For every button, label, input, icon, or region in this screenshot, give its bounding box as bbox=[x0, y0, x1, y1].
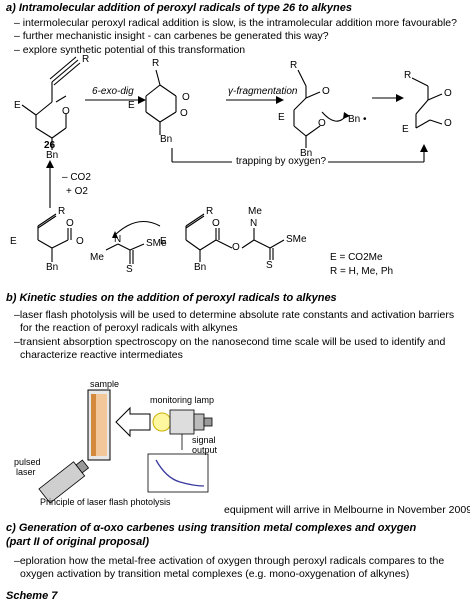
signal-label: signal bbox=[192, 435, 216, 445]
atom-label-e: E bbox=[160, 236, 167, 247]
lfp-figure bbox=[38, 389, 213, 504]
section-b-bullet-4: characterize reactive intermediates bbox=[20, 349, 183, 361]
section-a-bullet-1: – intermolecular peroxyl radical additio… bbox=[14, 17, 457, 29]
atom-label-bn: Bn bbox=[194, 262, 207, 273]
section-b-bullet-2: for the reaction of peroxyl radicals wit… bbox=[20, 322, 238, 334]
section-c-heading-1: c) Generation of α-oxo carbenes using tr… bbox=[6, 522, 417, 534]
atom-label-s: S bbox=[266, 260, 273, 271]
structure-ketone-radical bbox=[293, 69, 321, 148]
section-c-heading-2: (part II of original proposal) bbox=[6, 536, 149, 548]
atom-label-o: O bbox=[66, 218, 74, 229]
atom-label-bn: Bn bbox=[46, 150, 59, 161]
atom-label-bn: Bn bbox=[160, 134, 173, 145]
atom-label-e: E bbox=[128, 100, 135, 111]
atom-label-r: R bbox=[58, 206, 66, 217]
atom-label-r: R bbox=[152, 58, 160, 69]
scheme-label: Scheme 7 bbox=[6, 590, 58, 602]
laser-label-2: laser bbox=[16, 467, 36, 477]
atom-label-o: O bbox=[212, 218, 220, 229]
section-b-heading: b) Kinetic studies on the addition of pe… bbox=[6, 292, 337, 304]
atom-label-o: O bbox=[444, 88, 452, 99]
structure-dicarbonyl bbox=[411, 77, 443, 129]
structure-cyclic-peroxide bbox=[145, 69, 177, 135]
equipment-note: equipment will arrive in Melbourne in No… bbox=[224, 504, 470, 516]
section-a-bullet-2: – further mechanistic insight - can carb… bbox=[14, 30, 329, 42]
r-definition: R = H, Me, Ph bbox=[330, 266, 394, 277]
section-a-heading: a) Intramolecular addition of peroxyl ra… bbox=[6, 2, 352, 14]
figure-caption: Principle of laser flash photolysis bbox=[40, 497, 171, 507]
atom-label-o: O bbox=[180, 108, 188, 119]
atom-label-bn: Bn bbox=[300, 148, 313, 159]
atom-label-r: R bbox=[290, 60, 298, 71]
arrow-6-exo-dig: 6-exo-dig bbox=[92, 86, 134, 97]
atom-label-o: O bbox=[76, 236, 84, 247]
arrow-gamma-fragmentation: γ-fragmentation bbox=[228, 86, 298, 97]
atom-label-me: Me bbox=[90, 252, 104, 263]
atom-label-n: N bbox=[114, 234, 122, 245]
atom-label-r: R bbox=[82, 54, 90, 65]
section-b-bullet-1: –laser flash photolysis will be used to … bbox=[14, 309, 455, 321]
output-label: output bbox=[192, 445, 218, 455]
atom-label-e: E bbox=[402, 124, 409, 135]
atom-label-r: R bbox=[404, 70, 412, 81]
atom-label-bn: Bn bbox=[46, 262, 59, 273]
section-c-bullet-1: –eploration how the metal-free activatio… bbox=[14, 555, 445, 567]
atom-label-o: O bbox=[62, 106, 70, 117]
structure-acyloxy-radical bbox=[37, 213, 72, 262]
atom-label-o: O bbox=[318, 118, 326, 129]
reaction-scheme bbox=[21, 56, 443, 264]
atom-label-o: O bbox=[444, 118, 452, 129]
atom-label-o: O bbox=[182, 92, 190, 103]
o2-label: + O2 bbox=[66, 186, 88, 197]
laser-label-1: pulsed bbox=[14, 457, 41, 467]
co2-label: – CO2 bbox=[62, 172, 91, 183]
atom-label-o: O bbox=[232, 242, 240, 253]
structure-precursor bbox=[185, 213, 285, 262]
section-c-bullet-2: oxygen activation by transition metal co… bbox=[20, 568, 410, 580]
atom-label-e: E bbox=[14, 100, 21, 111]
atom-label-r: R bbox=[206, 206, 214, 217]
sample-label: sample bbox=[90, 379, 120, 389]
section-a-bullet-3: – explore synthetic potential of this tr… bbox=[14, 44, 246, 56]
atom-label-s: S bbox=[126, 264, 133, 275]
bn-radical: Bn • bbox=[348, 114, 367, 125]
atom-label-o: O bbox=[322, 86, 330, 97]
atom-label-smei: SMe bbox=[286, 234, 307, 245]
compound-number: 26 bbox=[44, 140, 56, 151]
structure-thio-radical bbox=[105, 243, 145, 264]
structure-26 bbox=[21, 56, 81, 150]
lamp-label: monitoring lamp bbox=[150, 395, 215, 405]
e-definition: E = CO2Me bbox=[330, 252, 383, 263]
atom-label-e: E bbox=[10, 236, 17, 247]
atom-label-e: E bbox=[278, 112, 285, 123]
atom-label-n: N bbox=[250, 218, 258, 229]
atom-label-smei: SMe bbox=[146, 238, 167, 249]
trapping-label: trapping by oxygen? bbox=[236, 156, 327, 167]
section-b-bullet-3: –transient absorption spectroscopy on th… bbox=[14, 336, 446, 348]
atom-label-me: Me bbox=[248, 206, 262, 217]
